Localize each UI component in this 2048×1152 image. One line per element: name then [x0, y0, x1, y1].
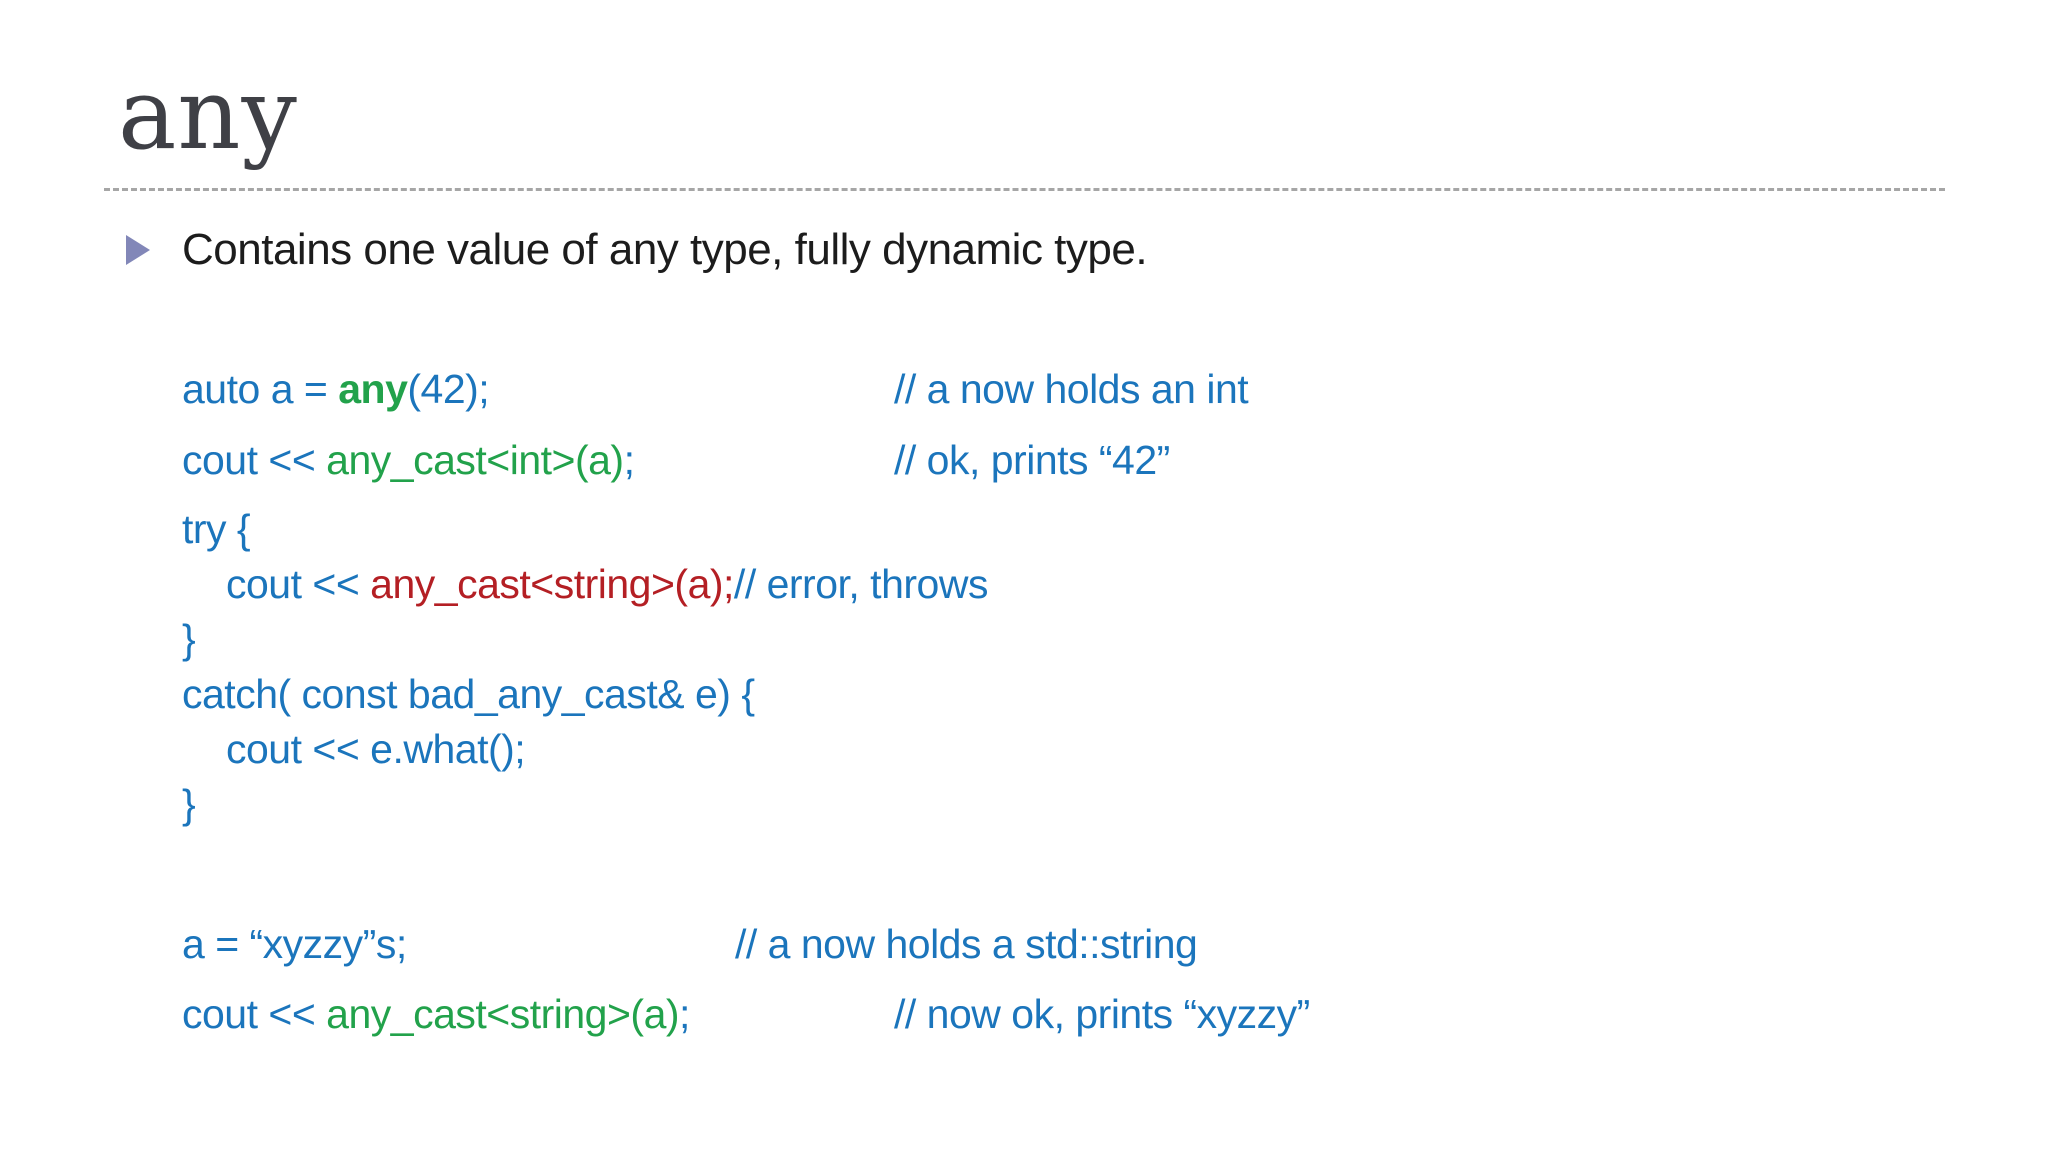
code-comment: // a now holds a std::string [735, 921, 1198, 967]
code-line: } [182, 777, 988, 832]
code-segment: catch( const bad_any_cast& e) { [182, 671, 755, 717]
code-segment: any_cast<int>(a) [326, 437, 624, 483]
page-title: any [118, 58, 298, 172]
code-segment: ; [679, 991, 690, 1037]
code-segment: any [338, 366, 408, 412]
code-line: cout << e.what(); [182, 722, 988, 777]
code-line: a = “xyzzy”s; // a now holds a std::strin… [182, 917, 1198, 972]
code-segment: cout << e.what(); [226, 726, 526, 772]
code-segment: any_cast<string>(a); [370, 561, 734, 607]
bullet-text: Contains one value of any type, fully dy… [182, 225, 1148, 274]
code-line: cout << any_cast<int>(a); // ok, prints “… [182, 433, 1170, 488]
code-segment: try { [182, 506, 251, 552]
code-block: auto a = any(42); // a now holds an int co… [182, 362, 1310, 1042]
code-line: cout << any_cast<string>(a);// error, th… [182, 557, 988, 612]
code-segment: auto a = [182, 366, 339, 412]
code-line: catch( const bad_any_cast& e) { [182, 667, 988, 722]
code-comment: // ok, prints “42” [894, 437, 1170, 483]
code-segment: (42); [407, 366, 490, 412]
code-comment: // a now holds an int [894, 366, 1249, 412]
code-segment: ; [623, 437, 635, 483]
code-segment: any_cast<string>(a) [326, 991, 680, 1037]
code-line: } [182, 612, 988, 667]
code-segment: cout << [182, 437, 327, 483]
code-segment: cout << [182, 991, 327, 1037]
code-comment: // now ok, prints “xyzzy” [894, 991, 1310, 1037]
code-line: cout << any_cast<string>(a); // now ok, p… [182, 987, 1310, 1042]
title-divider [104, 188, 1945, 191]
code-segment: } [182, 781, 196, 827]
bullet-row: Contains one value of any type, fully dy… [126, 224, 1148, 276]
bullet-triangle-icon [126, 235, 150, 265]
code-line: try { [182, 502, 988, 557]
code-segment: cout << [226, 561, 371, 607]
code-line: auto a = any(42); // a now holds an int [182, 362, 1249, 417]
code-segment: a = “xyzzy”s; [182, 921, 407, 967]
code-segment: // error, throws [733, 561, 989, 607]
code-segment: } [182, 616, 196, 662]
